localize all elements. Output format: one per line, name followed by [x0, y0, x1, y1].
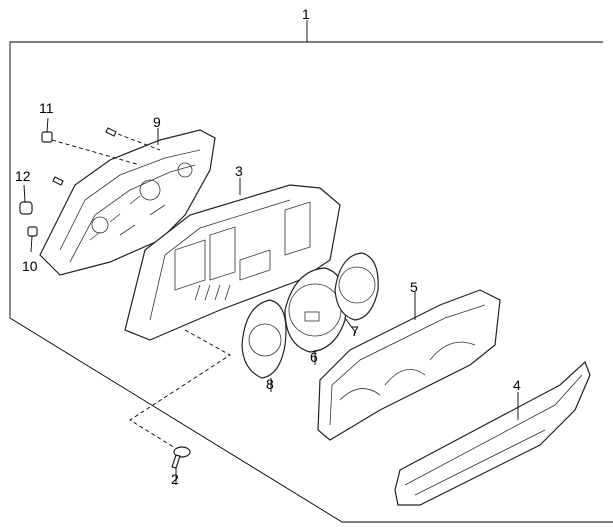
callout-10: 10 — [22, 258, 38, 274]
part-12-bulb-socket — [19, 201, 33, 215]
part-6-speedometer-face — [284, 267, 347, 353]
leader-11 — [46, 117, 49, 133]
part-2-screw — [171, 446, 191, 469]
callout-5: 5 — [410, 279, 418, 295]
callout-9: 9 — [153, 114, 161, 130]
part-11-bulb-socket — [41, 131, 53, 143]
leader-12 — [23, 184, 26, 203]
callout-11: 11 — [39, 100, 54, 116]
callout-3: 3 — [235, 163, 243, 179]
part-3-meter-case — [124, 184, 341, 341]
part-5-glass-window — [317, 289, 501, 441]
assembly-frame — [9, 41, 613, 523]
part-10-bulb — [27, 226, 38, 237]
callout-12: 12 — [15, 168, 31, 184]
leader-10 — [30, 235, 33, 253]
part-9-printed-circuit-board — [39, 129, 216, 276]
callout-7: 7 — [351, 323, 359, 339]
part-8-gauge-face — [241, 299, 287, 379]
callout-8: 8 — [266, 376, 274, 392]
callout-1: 1 — [302, 6, 310, 22]
dashed-guide — [51, 133, 161, 166]
dashed-guide-2 — [129, 329, 231, 449]
part-4-facia-panel — [394, 360, 591, 506]
screw — [52, 127, 117, 186]
leader-7 — [344, 317, 357, 334]
callout-6: 6 — [310, 349, 318, 365]
callout-2: 2 — [171, 471, 179, 487]
callout-4: 4 — [513, 377, 521, 393]
part-7-tachometer-face — [334, 252, 379, 321]
